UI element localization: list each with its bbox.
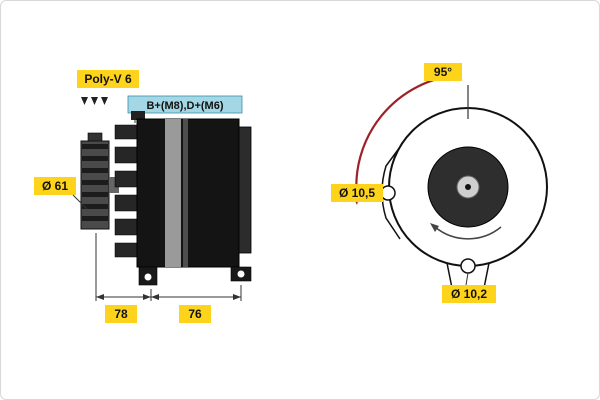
side-hole-label-bg (331, 184, 383, 202)
front-view: 95° Ø 10,5 Ø 10,2 (331, 63, 548, 303)
groove-icon (81, 97, 108, 105)
side-hole-label: Ø 10,5 (339, 186, 375, 200)
dimension-lines (95, 233, 242, 301)
alternator-body (114, 111, 252, 286)
dim-rear-label-bg (179, 305, 211, 323)
angle-label-bg (424, 63, 462, 81)
bottom-hole-label: Ø 10,2 (451, 287, 487, 301)
dim-rear-label: 76 (188, 307, 202, 321)
pulley-diameter-leader-line (72, 194, 88, 210)
bottom-hole-label-bg (442, 285, 496, 303)
bottom-mount-hole (460, 258, 476, 274)
bottom-hole-leader-line (465, 272, 469, 286)
pulley-diameter-label: Ø 61 (42, 179, 68, 193)
side-view: Poly-V 6 B+(M8),D+(M6) Ø 61 (34, 70, 252, 323)
rotation-arrow-icon (430, 223, 502, 240)
dimension-arrowheads (96, 294, 241, 300)
pulley-diameter-label-bg (34, 177, 76, 195)
angle-label: 95° (434, 65, 452, 79)
pulley-type-label: Poly-V 6 (84, 72, 132, 86)
side-mount-hole (380, 185, 396, 201)
dim-front-label: 78 (114, 307, 128, 321)
dim-front-label-bg (105, 305, 137, 323)
pulley (80, 132, 119, 230)
pulley-type-label-bg (77, 70, 139, 88)
terminal-label: B+(M8),D+(M6) (146, 100, 223, 112)
terminal-label-bg (127, 95, 243, 114)
shaft-center (465, 184, 471, 190)
